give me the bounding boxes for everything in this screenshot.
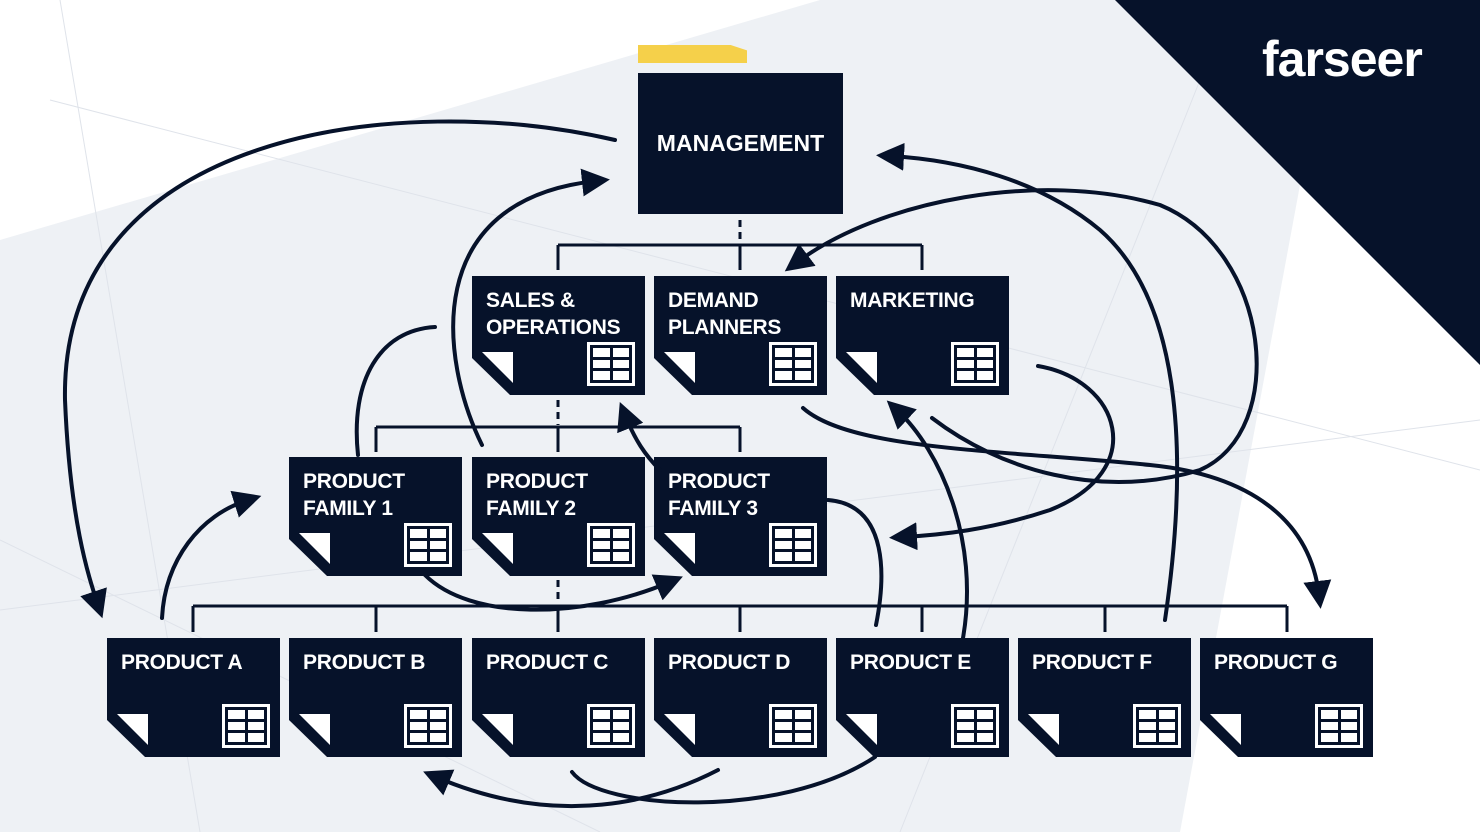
spreadsheet-grid-icon	[587, 342, 635, 386]
product-node[interactable]: PRODUCT B	[289, 638, 462, 757]
department-node[interactable]: DEMAND PLANNERS	[654, 276, 827, 395]
product-node[interactable]: PRODUCT F	[1018, 638, 1191, 757]
node-label: DEMAND PLANNERS	[668, 287, 781, 341]
node-label-line: FAMILY 1	[303, 497, 393, 520]
department-node[interactable]: MARKETING	[836, 276, 1009, 395]
node-label: MANAGEMENT	[656, 130, 825, 156]
node-label: PRODUCT G	[1214, 651, 1338, 674]
node-label: PRODUCT FAMILY 2	[486, 468, 588, 522]
node-label-line: FAMILY 2	[486, 497, 576, 520]
node-label: PRODUCT F	[1032, 651, 1152, 674]
product-family-node[interactable]: PRODUCT FAMILY 1	[289, 457, 462, 576]
product-node[interactable]: PRODUCT A	[107, 638, 280, 757]
spreadsheet-grid-icon	[951, 342, 999, 386]
product-family-node[interactable]: PRODUCT FAMILY 2	[472, 457, 645, 576]
spreadsheet-grid-icon	[769, 704, 817, 748]
product-node[interactable]: PRODUCT C	[472, 638, 645, 757]
node-label: PRODUCT E	[850, 651, 971, 674]
node-label-line: PRODUCT	[303, 470, 405, 493]
department-node[interactable]: SALES & OPERATIONS	[472, 276, 645, 395]
spreadsheet-grid-icon	[951, 704, 999, 748]
spreadsheet-grid-icon	[404, 704, 452, 748]
node-label-line: FAMILY 3	[668, 497, 758, 520]
node-label: PRODUCT FAMILY 3	[668, 468, 770, 522]
spreadsheet-grid-icon	[587, 704, 635, 748]
node-label-line: MARKETING	[850, 289, 975, 312]
product-node[interactable]: PRODUCT D	[654, 638, 827, 757]
spreadsheet-grid-icon	[769, 523, 817, 567]
node-label: PRODUCT B	[303, 651, 426, 674]
spreadsheet-grid-icon	[769, 342, 817, 386]
spreadsheet-grid-icon	[1133, 704, 1181, 748]
farseer-logo: farseer	[1262, 31, 1423, 87]
node-label-line: DEMAND	[668, 289, 759, 312]
corner-triangle	[1115, 0, 1480, 365]
node-label-line: PLANNERS	[668, 316, 782, 339]
product-node[interactable]: PRODUCT E	[836, 638, 1009, 757]
node-label-line: SALES &	[486, 289, 575, 312]
spreadsheet-grid-icon	[1315, 704, 1363, 748]
product-family-node[interactable]: PRODUCT FAMILY 3	[654, 457, 827, 576]
product-node[interactable]: PRODUCT G	[1200, 638, 1373, 757]
node-label: PRODUCT C	[486, 651, 609, 674]
folder-tab	[638, 45, 747, 63]
spreadsheet-grid-icon	[404, 523, 452, 567]
spreadsheet-grid-icon	[587, 523, 635, 567]
node-label: SALES & OPERATIONS	[486, 287, 621, 341]
spreadsheet-grid-icon	[222, 704, 270, 748]
node-label-line: PRODUCT	[486, 470, 588, 493]
node-label: MARKETING	[850, 287, 975, 314]
node-label: PRODUCT A	[121, 651, 243, 674]
node-label-line: OPERATIONS	[486, 316, 621, 339]
node-label: PRODUCT D	[668, 651, 791, 674]
node-label-line: PRODUCT	[668, 470, 770, 493]
management-node[interactable]: MANAGEMENT	[638, 73, 843, 214]
node-label: PRODUCT FAMILY 1	[303, 468, 405, 522]
